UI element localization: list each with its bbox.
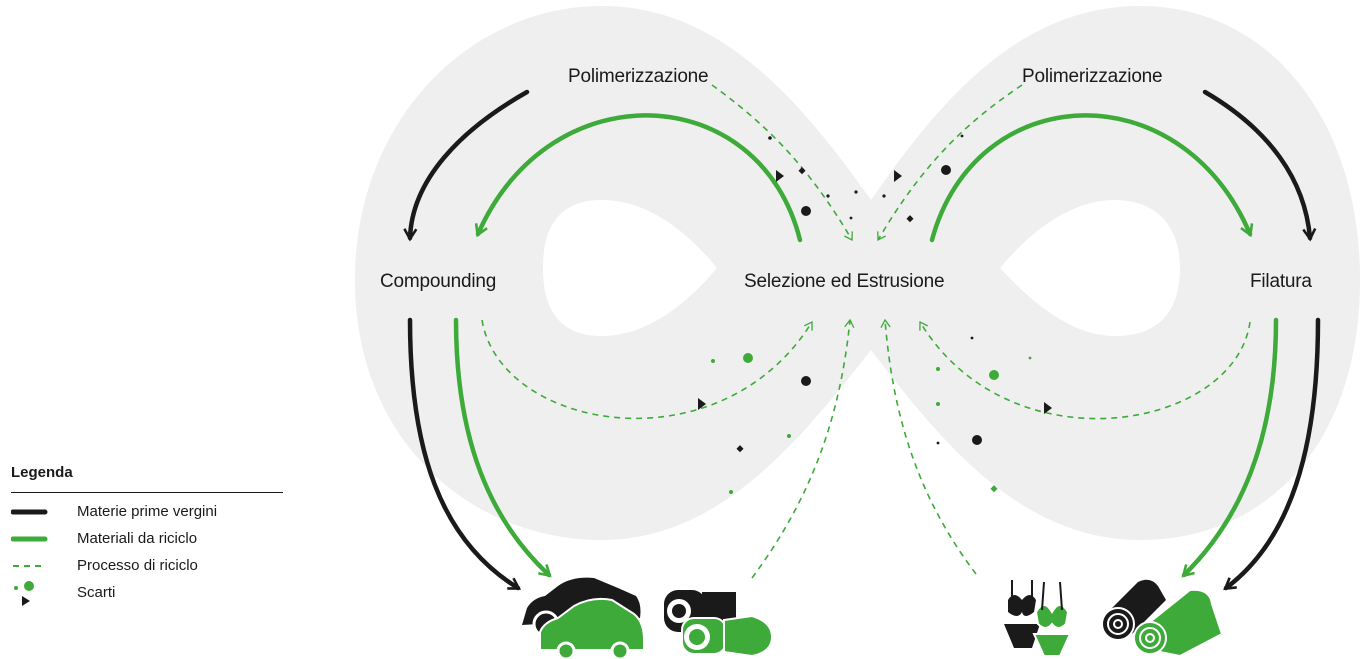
legend-label: Materiali da riciclo <box>77 530 198 547</box>
legend: Legenda Materie prime vergini Materiali … <box>11 464 283 607</box>
solid-green-line-symbol <box>11 536 48 542</box>
legend-label: Scarti <box>77 584 116 601</box>
dashed-arrow-right-polymerization-to-extrusion <box>877 84 1023 242</box>
scrap-dots-symbol <box>14 581 34 606</box>
cars-icon <box>522 577 645 659</box>
arrow-recycled-compounding-to-products <box>453 317 549 575</box>
legend-label: Processo di riciclo <box>77 557 198 574</box>
arrow-virgin-polymerization-to-spinning <box>1202 89 1310 238</box>
node-selection-extrusion: Selezione ed Estrusione <box>744 271 945 292</box>
dashed-green-line-symbol <box>13 565 45 567</box>
arrow-recycled-extrusion-to-spinning <box>929 113 1250 243</box>
arrow-recycled-extrusion-to-compounding <box>478 113 803 243</box>
legend-item-scrap: Scarti <box>11 580 283 607</box>
legend-label: Materie prime vergini <box>77 503 218 520</box>
legend-title: Legenda <box>11 464 73 481</box>
solid-black-line-symbol <box>11 509 48 515</box>
node-compounding: Compounding <box>380 271 497 292</box>
legend-item-virgin: Materie prime vergini <box>11 499 283 526</box>
node-polymerization-left: Polimerizzazione <box>568 66 709 87</box>
node-polymerization-right: Polimerizzazione <box>1022 66 1163 87</box>
fabric-rolls-icon <box>1101 579 1224 658</box>
arrow-virgin-spinning-to-products <box>1226 317 1321 591</box>
legend-divider <box>11 492 283 493</box>
arrow-virgin-polymerization-to-compounding <box>410 89 530 238</box>
legend-item-recycled: Materiali da riciclo <box>11 526 283 553</box>
node-spinning: Filatura <box>1250 271 1312 292</box>
dashed-arrow-left-polymerization-to-extrusion <box>711 84 853 242</box>
cable-connectors-icon <box>664 590 774 658</box>
dashed-arrow-compounding-to-extrusion <box>481 319 813 420</box>
infinity-loop-background <box>355 6 1360 540</box>
dashed-arrow-products-left-to-extrusion <box>751 318 855 579</box>
arrow-virgin-compounding-to-products <box>407 317 518 591</box>
arrow-recycled-spinning-to-products <box>1184 317 1279 575</box>
swimwear-icon <box>1004 580 1072 657</box>
dashed-arrow-products-right-to-extrusion <box>880 318 977 575</box>
dashed-arrow-spinning-to-extrusion <box>919 320 1251 420</box>
legend-item-recycling-process: Processo di riciclo <box>11 553 283 580</box>
scrap-particles <box>698 134 1052 494</box>
